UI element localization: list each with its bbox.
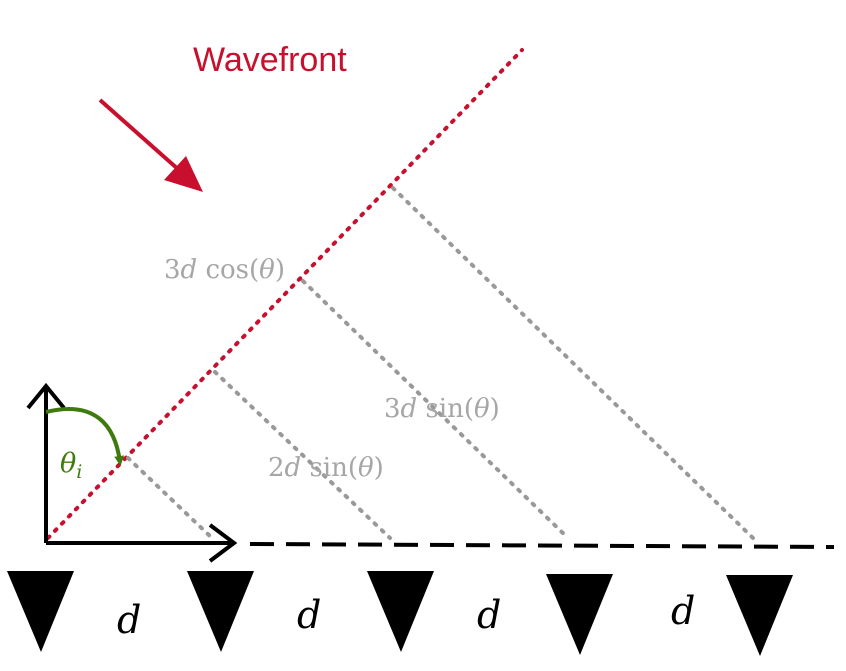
spacing-labels: d d d d <box>117 589 695 642</box>
reference-axes <box>26 382 238 563</box>
spacing-label: d <box>671 589 695 633</box>
projection-line-2 <box>213 370 392 540</box>
propagation-arrow-icon <box>98 98 203 192</box>
label-3d-cos: 3d cos(θ) <box>164 255 285 285</box>
sensor-2-icon <box>187 571 254 652</box>
path-difference-lines <box>126 186 755 540</box>
label-3d-sin: 3d sin(θ) <box>384 394 500 424</box>
projection-line-4 <box>391 186 755 540</box>
wavefront-label: Wavefront <box>193 41 347 79</box>
array-baseline <box>249 542 835 549</box>
label-2d-sin: 2d sin(θ) <box>268 453 384 483</box>
sensor-array <box>7 571 793 656</box>
sensor-1-icon <box>7 571 74 652</box>
projection-line-1 <box>126 456 214 540</box>
sensor-3-icon <box>367 571 434 652</box>
theta-i-label: θi <box>60 448 82 483</box>
sensor-5-icon <box>726 575 793 656</box>
angle-arc-icon <box>45 406 125 466</box>
spacing-label: d <box>297 593 321 637</box>
spacing-label: d <box>477 593 501 637</box>
sensor-4-icon <box>546 574 613 655</box>
projection-line-3 <box>301 279 570 540</box>
spacing-label: d <box>117 598 141 642</box>
